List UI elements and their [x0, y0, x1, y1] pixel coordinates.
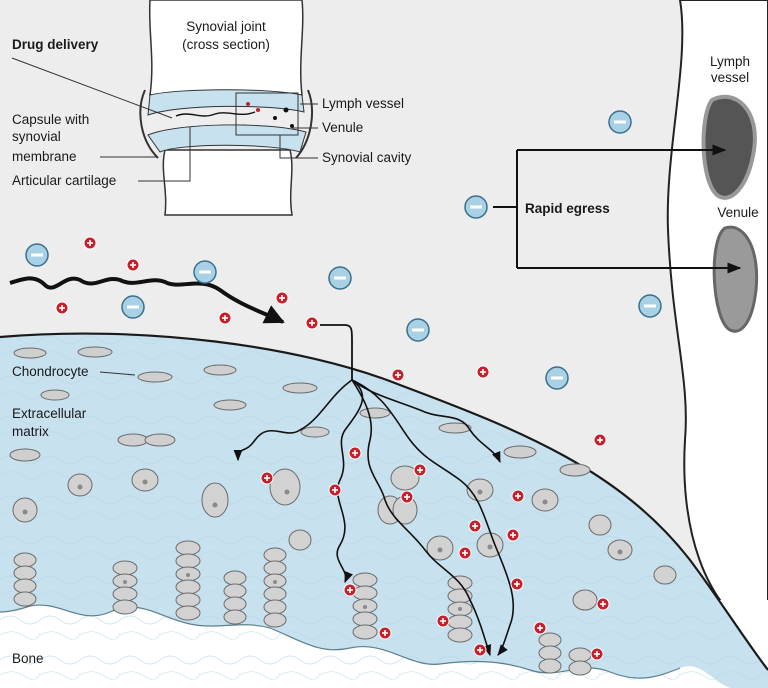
- positive-charge-molecule: [401, 491, 413, 503]
- positive-charge-molecule: [392, 369, 404, 381]
- positive-charge-molecule: [591, 648, 603, 660]
- extracellular-matrix-label-line2: matrix: [12, 424, 49, 439]
- positive-charge-molecule: [512, 490, 524, 502]
- capsule-label-line3: membrane: [12, 149, 77, 164]
- inset-lymph-vessel-label: Lymph vessel: [322, 96, 404, 111]
- positive-charge-molecule: [414, 464, 426, 476]
- inset-title-line1: Synovial joint: [186, 19, 266, 34]
- inset-lower-bone: [163, 150, 292, 215]
- positive-charge-molecule: [594, 434, 606, 446]
- positive-charge-molecule: [469, 520, 481, 532]
- positive-charge-molecule: [507, 529, 519, 541]
- negative-charge-molecule: [26, 244, 48, 266]
- articular-cartilage-label: Articular cartilage: [12, 173, 116, 188]
- positive-charge-molecule: [276, 292, 288, 304]
- capsule-label-line1: Capsule with: [12, 112, 89, 127]
- positive-charge-molecule: [349, 447, 361, 459]
- synovial-cavity-label: Synovial cavity: [322, 150, 412, 165]
- bone-label: Bone: [12, 651, 44, 666]
- negative-charge-molecule: [194, 261, 216, 283]
- positive-charge-molecule: [329, 484, 341, 496]
- negative-charge-molecule: [639, 295, 661, 317]
- inset-venule-label: Venule: [322, 120, 363, 135]
- negative-charge-molecule: [465, 196, 487, 218]
- lymph-vessel-label-line1: Lymph: [710, 54, 750, 69]
- negative-charge-molecule: [407, 319, 429, 341]
- positive-charge-molecule: [306, 317, 318, 329]
- positive-charge-molecule: [474, 644, 486, 656]
- negative-charge-molecule: [609, 111, 631, 133]
- positive-charge-molecule: [459, 547, 471, 559]
- rapid-egress-label: Rapid egress: [525, 201, 610, 216]
- positive-charge-molecule: [379, 627, 391, 639]
- positive-charge-molecule: [127, 259, 139, 271]
- negative-charge-molecule: [329, 267, 351, 289]
- extracellular-matrix-label-line1: Extracellular: [12, 406, 87, 421]
- negative-charge-molecule: [546, 367, 568, 389]
- inset-title-line2: (cross section): [182, 37, 270, 52]
- positive-charge-molecule: [344, 584, 356, 596]
- venule-label: Venule: [717, 205, 758, 220]
- lymph-vessel-label-line2: vessel: [711, 70, 749, 85]
- positive-charge-molecule: [534, 622, 546, 634]
- negative-charge-molecule: [122, 296, 144, 318]
- positive-charge-molecule: [84, 237, 96, 249]
- positive-charge-molecule: [597, 598, 609, 610]
- venule-shape: [714, 227, 756, 331]
- positive-charge-molecule: [56, 302, 68, 314]
- drug-delivery-label: Drug delivery: [12, 37, 99, 52]
- positive-charge-molecule: [477, 366, 489, 378]
- capsule-label-line2: synovial: [12, 129, 61, 144]
- positive-charge-molecule: [437, 615, 449, 627]
- positive-charge-molecule: [261, 472, 273, 484]
- positive-charge-molecule: [219, 312, 231, 324]
- chondrocyte-label: Chondrocyte: [12, 364, 89, 379]
- positive-charge-molecule: [511, 578, 523, 590]
